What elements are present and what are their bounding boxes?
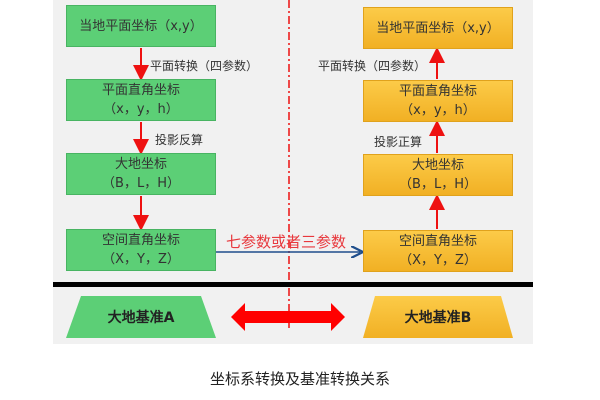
box-title: 平面直角坐标: [398, 84, 477, 99]
datum-separator: [53, 282, 533, 287]
box-title: 空间直角坐标: [398, 234, 477, 249]
left-step-plane-transform: 平面转换（四参数）: [150, 59, 259, 73]
right-geodetic-box: 大地坐标 （B，L，H）: [363, 154, 513, 196]
figure-caption: 坐标系转换及基准转换关系: [209, 370, 390, 388]
box-coords: （B，L，H）: [102, 176, 180, 191]
box-coords: （x，y，h）: [103, 102, 179, 117]
box-coords: （X，Y，Z）: [102, 252, 180, 267]
box-coords: （x，y，h）: [400, 103, 476, 118]
box-title: 当地平面坐标（x,y）: [79, 18, 203, 34]
datum-double-arrow: [231, 303, 345, 331]
right-plane-rect-box: 平面直角坐标 （x，y，h）: [363, 80, 513, 122]
datum-b-label: 大地基准B: [404, 310, 472, 326]
box-coords: （X，Y，Z）: [399, 253, 477, 268]
box-title: 当地平面坐标（x,y）: [376, 20, 500, 36]
datum-a: 大地基准A: [66, 296, 216, 338]
datum-a-label: 大地基准A: [107, 310, 175, 326]
left-step-inverse-projection: 投影反算: [155, 133, 204, 147]
left-space-rect-box: 空间直角坐标 （X，Y，Z）: [66, 229, 216, 271]
box-title: 大地坐标: [114, 157, 167, 172]
box-title: 大地坐标: [411, 158, 464, 173]
box-coords: （B，L，H）: [399, 177, 477, 192]
transform-label: 七参数或者三参数: [226, 233, 347, 251]
box-title: 空间直角坐标: [101, 233, 180, 248]
datum-b: 大地基准B: [363, 296, 513, 338]
right-step-plane-transform: 平面转换（四参数）: [318, 59, 427, 73]
left-plane-rect-box: 平面直角坐标 （x，y，h）: [66, 79, 216, 121]
left-geodetic-box: 大地坐标 （B，L，H）: [66, 153, 216, 195]
right-space-rect-box: 空间直角坐标 （X，Y，Z）: [363, 230, 513, 272]
right-step-forward-projection: 投影正算: [374, 135, 423, 149]
left-local-plane-box: 当地平面坐标（x,y）: [66, 5, 216, 47]
right-local-plane-box: 当地平面坐标（x,y）: [363, 7, 513, 49]
box-title: 平面直角坐标: [101, 83, 180, 98]
